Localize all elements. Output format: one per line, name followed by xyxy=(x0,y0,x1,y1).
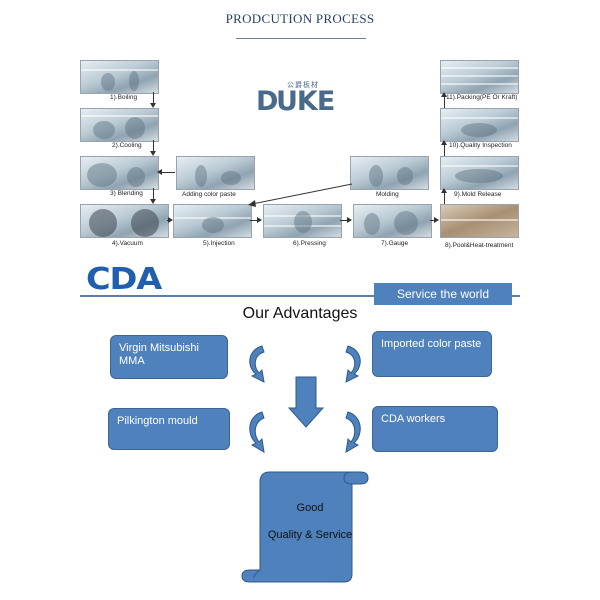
result-line-good: Good xyxy=(296,502,324,514)
arrow-pressing-gauge xyxy=(340,220,348,221)
caption-pool-heat-treatment: 8).Pool&Heat-treatment xyxy=(445,242,514,249)
duke-logo-text: UKE xyxy=(276,86,335,117)
service-banner: Service the world xyxy=(374,283,512,305)
curved-arrow-icon xyxy=(345,345,361,383)
service-divider xyxy=(80,295,520,297)
caption-gauge: 7).Gauge xyxy=(381,240,409,247)
photo-gauge xyxy=(353,204,432,238)
arrow-blending-vacuum xyxy=(153,188,154,200)
arrow-injection-pressing xyxy=(250,220,258,221)
caption-molding: Molding xyxy=(376,191,399,198)
arrow-head xyxy=(434,217,439,223)
arrow-head xyxy=(168,217,173,223)
arrow-head xyxy=(150,151,156,156)
photo-pressing xyxy=(263,204,342,238)
photo-pool-heat-treatment xyxy=(440,204,519,238)
page-title: PRODCUTION PROCESS xyxy=(225,11,375,26)
arrow-quality-packing xyxy=(444,96,445,108)
arrow-head xyxy=(150,103,156,108)
arrow-head xyxy=(257,217,262,223)
photo-blending xyxy=(80,156,159,190)
arrow-head xyxy=(441,140,447,145)
title-underline xyxy=(236,38,366,39)
caption-mold-release: 9).Mold Release xyxy=(454,191,502,198)
arrow-mold-release-quality xyxy=(444,144,445,156)
arrow-pool-mold-release xyxy=(444,192,445,204)
advantages-title: Our Advantages xyxy=(242,305,358,322)
photo-molding xyxy=(350,156,429,190)
duke-logo-chinese: 公爵板材 xyxy=(287,82,319,89)
curved-arrow-icon xyxy=(249,411,265,453)
caption-adding-color-paste: Adding color paste xyxy=(182,191,236,198)
cda-logo: CDA xyxy=(86,262,162,297)
duke-logo: D UKE 公爵板材 xyxy=(256,80,336,117)
photo-mold-release xyxy=(440,156,519,190)
advantage-workers: CDA workers xyxy=(372,406,498,452)
advantage-color-paste: Imported color paste xyxy=(372,331,492,377)
caption-pressing: 6).Pressing xyxy=(293,240,326,247)
arrow-head xyxy=(441,188,447,193)
photo-injection xyxy=(173,204,252,238)
arrow-head xyxy=(150,199,156,204)
photo-quality-inspection xyxy=(440,108,519,142)
caption-quality-inspection: 10).Quality Inspection xyxy=(449,142,512,149)
arrow-head xyxy=(157,169,162,175)
arrow-cooling-blending xyxy=(153,140,154,152)
arrow-boiling-cooling xyxy=(153,92,154,104)
curved-arrow-icon xyxy=(345,411,361,453)
arrow-molding-injection xyxy=(248,183,353,207)
arrow-head xyxy=(441,92,447,97)
photo-boiling xyxy=(80,60,159,94)
scroll-shape xyxy=(241,471,369,583)
caption-boiling: 1).Boiling xyxy=(110,94,138,101)
result-line-quality: Quality & Service xyxy=(267,529,353,541)
arrow-color-paste-blending xyxy=(162,172,175,173)
arrow-head xyxy=(347,217,352,223)
arrow-gauge-pool xyxy=(430,220,435,221)
caption-vacuum: 4).Vacuum xyxy=(112,240,143,247)
duke-logo-initial: D xyxy=(256,86,278,117)
photo-packing xyxy=(440,60,519,94)
photo-vacuum xyxy=(80,204,169,238)
caption-injection: 5).Injection xyxy=(203,240,235,247)
down-arrow-icon xyxy=(288,376,324,428)
advantage-mould: Pilkington mould xyxy=(108,408,230,450)
caption-blending: 3) Blending xyxy=(110,190,143,197)
caption-packing: 11).Packing(PE Or Kraft) xyxy=(446,94,518,101)
caption-cooling: 2).Cooling xyxy=(112,142,142,149)
photo-cooling xyxy=(80,108,159,142)
advantage-mma: Virgin Mitsubishi MMA xyxy=(110,335,228,379)
photo-adding-color-paste xyxy=(176,156,255,190)
curved-arrow-icon xyxy=(249,345,265,383)
